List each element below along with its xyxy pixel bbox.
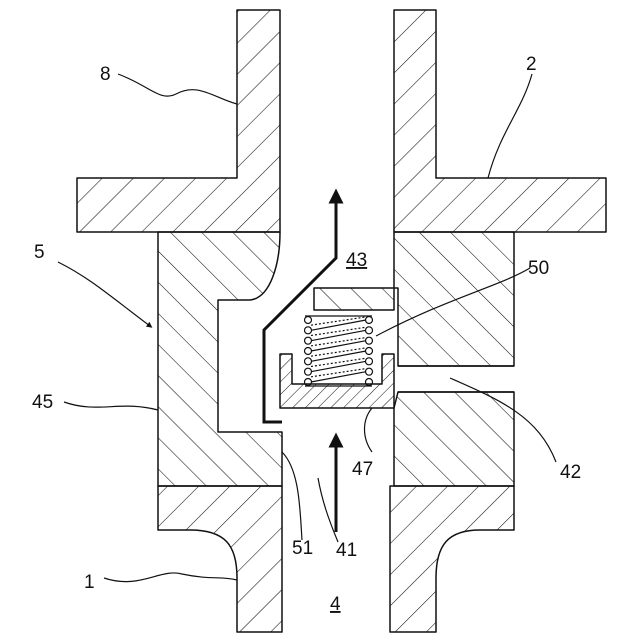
label-pipe-lower: 1 (84, 572, 95, 593)
label-seat-member: 47 (352, 459, 373, 480)
label-passage-lower: 4 (330, 594, 341, 615)
spring-coil-wire (311, 341, 366, 351)
spring-coil-wire (311, 372, 366, 382)
spring-coil-wire (311, 351, 366, 361)
spring-coil-end (305, 337, 312, 344)
spring-coil-end (366, 348, 373, 355)
spring-coil-end (366, 337, 373, 344)
leader-5 (58, 262, 150, 326)
label-plate: 2 (526, 54, 537, 75)
spring-coil-end (366, 317, 373, 324)
valve-body-right-lower (394, 392, 514, 486)
label-spring: 50 (528, 258, 549, 279)
spring-coil-end (305, 348, 312, 355)
label-edge: 51 (292, 538, 313, 559)
leader-2 (488, 74, 532, 178)
label-body: 45 (32, 392, 53, 413)
spring-coil-wire (311, 320, 366, 330)
upper-pipe-right-wall (394, 10, 606, 232)
leader-8 (118, 74, 237, 104)
spring-coil-end (366, 327, 373, 334)
spring-coil-end (305, 327, 312, 334)
spring-coil-end (305, 358, 312, 365)
label-passage-upper: 43 (346, 250, 367, 271)
label-pipe-upper: 8 (100, 64, 111, 85)
spring-coil-end (366, 368, 373, 375)
lower-pipe-left-wall (158, 486, 282, 632)
spring-coil-end (366, 358, 373, 365)
valve-body-right (314, 232, 514, 366)
spring-coil-end (305, 368, 312, 375)
leader-1 (104, 573, 237, 582)
leader-51 (282, 452, 302, 540)
valve-cup (280, 354, 394, 408)
upper-pipe-left-wall (77, 10, 280, 232)
label-inlet: 41 (336, 540, 357, 561)
lower-pipe-right-wall (390, 486, 514, 632)
spring-coil-wire (311, 361, 366, 371)
spring (305, 316, 373, 386)
spring-coil-wire (311, 330, 366, 340)
label-valve-unit: 5 (34, 242, 45, 263)
spring-coil-end (305, 317, 312, 324)
label-side-port: 42 (560, 462, 581, 483)
leader-47 (365, 408, 373, 452)
leader-45 (64, 402, 158, 410)
